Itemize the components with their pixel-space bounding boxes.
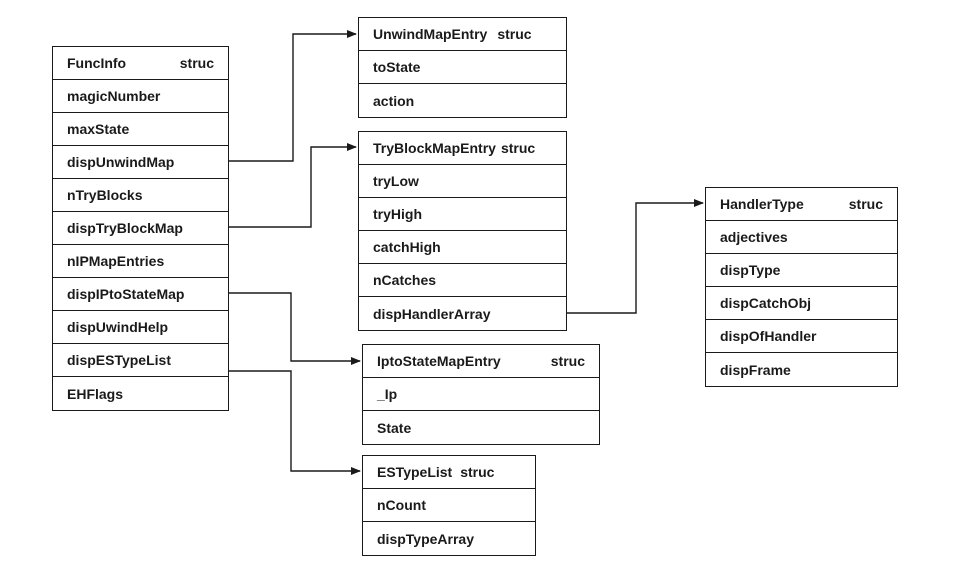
field-name: tryLow bbox=[373, 173, 419, 189]
field-row: dispOfHandler bbox=[706, 320, 897, 353]
struct-keyword: struc bbox=[179, 55, 214, 71]
arrow-disptryblockmap-to-tryblockmapentry bbox=[229, 143, 357, 228]
struct-keyword: struc bbox=[550, 353, 585, 369]
field-name: nIPMapEntries bbox=[67, 253, 165, 269]
struct-header: IptoStateMapEntry struc bbox=[363, 345, 599, 378]
field-name: EHFlags bbox=[67, 385, 124, 402]
struct-keyword: struc bbox=[460, 464, 495, 480]
field-name: maxState bbox=[67, 121, 130, 137]
field-name: dispOfHandler bbox=[720, 328, 817, 344]
field-row: dispHandlerArray bbox=[359, 297, 566, 330]
field-row: maxState bbox=[53, 113, 228, 146]
field-row: dispESTypeList bbox=[53, 344, 228, 377]
field-row: tryHigh bbox=[359, 198, 566, 231]
field-row: State bbox=[363, 411, 599, 444]
struct-header: UnwindMapEntry struc bbox=[359, 18, 566, 51]
struct-keyword: struc bbox=[848, 196, 883, 212]
struct-keyword: struc bbox=[500, 140, 536, 156]
field-name: dispTryBlockMap bbox=[67, 220, 183, 236]
arrow-dispiptostatemap-to-iptostatemapentry bbox=[229, 292, 361, 365]
field-name: catchHigh bbox=[373, 239, 441, 255]
struct-header: FuncInfo struc bbox=[53, 47, 228, 80]
field-name: adjectives bbox=[720, 229, 788, 245]
field-name: dispESTypeList bbox=[67, 352, 171, 368]
field-name: _Ip bbox=[377, 386, 398, 402]
field-row: dispFrame bbox=[706, 353, 897, 386]
field-row: dispTypeArray bbox=[363, 522, 535, 555]
field-row: toState bbox=[359, 51, 566, 84]
field-row: nTryBlocks bbox=[53, 179, 228, 212]
struct-name: ESTypeList bbox=[377, 464, 453, 480]
field-name: magicNumber bbox=[67, 88, 161, 104]
estypelist-struct: ESTypeList struc nCount dispTypeArray bbox=[362, 455, 536, 556]
struct-name: UnwindMapEntry bbox=[373, 26, 488, 42]
struct-name: TryBlockMapEntry bbox=[373, 140, 496, 156]
field-row: _Ip bbox=[363, 378, 599, 411]
field-row: tryLow bbox=[359, 165, 566, 198]
funcinfo-struct: FuncInfo struc magicNumber maxState disp… bbox=[52, 46, 229, 411]
field-name: tryHigh bbox=[373, 206, 422, 222]
field-name: dispUwindHelp bbox=[67, 319, 169, 335]
field-row: nCount bbox=[363, 489, 535, 522]
struct-header: HandlerType struc bbox=[706, 188, 897, 221]
field-row: adjectives bbox=[706, 221, 897, 254]
struct-name: IptoStateMapEntry bbox=[377, 353, 501, 369]
field-name: dispFrame bbox=[720, 361, 791, 378]
field-row: dispUnwindMap bbox=[53, 146, 228, 179]
field-name: toState bbox=[373, 59, 421, 75]
struct-keyword: struc bbox=[497, 26, 532, 42]
field-row: dispType bbox=[706, 254, 897, 287]
struct-header: ESTypeList struc bbox=[363, 456, 535, 489]
arrow-dispestypelist-to-estypelist bbox=[229, 370, 361, 475]
field-row: dispCatchObj bbox=[706, 287, 897, 320]
field-row: nCatches bbox=[359, 264, 566, 297]
field-row: dispUwindHelp bbox=[53, 311, 228, 344]
field-row: dispIPtoStateMap bbox=[53, 278, 228, 311]
struct-header: TryBlockMapEntry struc bbox=[359, 132, 566, 165]
field-row: catchHigh bbox=[359, 231, 566, 264]
field-name: dispHandlerArray bbox=[373, 305, 491, 322]
field-row: magicNumber bbox=[53, 80, 228, 113]
unwindmapentry-struct: UnwindMapEntry struc toState action bbox=[358, 17, 567, 118]
struct-name: HandlerType bbox=[720, 196, 804, 212]
field-row: nIPMapEntries bbox=[53, 245, 228, 278]
field-name: dispType bbox=[720, 262, 781, 278]
field-name: nCount bbox=[377, 497, 426, 513]
field-name: dispUnwindMap bbox=[67, 154, 175, 170]
field-name: nCatches bbox=[373, 272, 437, 288]
iptostatemapentry-struct: IptoStateMapEntry struc _Ip State bbox=[362, 344, 600, 445]
tryblockmapentry-struct: TryBlockMapEntry struc tryLow tryHigh ca… bbox=[358, 131, 567, 331]
field-name: dispIPtoStateMap bbox=[67, 286, 185, 302]
field-row: dispTryBlockMap bbox=[53, 212, 228, 245]
field-row: EHFlags bbox=[53, 377, 228, 410]
field-name: State bbox=[377, 419, 412, 436]
arrow-disphandlerarray-to-handlertype bbox=[567, 199, 704, 314]
handlertype-struct: HandlerType struc adjectives dispType di… bbox=[705, 187, 898, 387]
field-name: action bbox=[373, 92, 415, 109]
field-row: action bbox=[359, 84, 566, 117]
arrow-dispunwindmap-to-unwindmapentry bbox=[229, 30, 357, 162]
field-name: dispTypeArray bbox=[377, 530, 474, 547]
field-name: nTryBlocks bbox=[67, 187, 143, 203]
field-name: dispCatchObj bbox=[720, 295, 812, 311]
struct-name: FuncInfo bbox=[67, 55, 127, 71]
